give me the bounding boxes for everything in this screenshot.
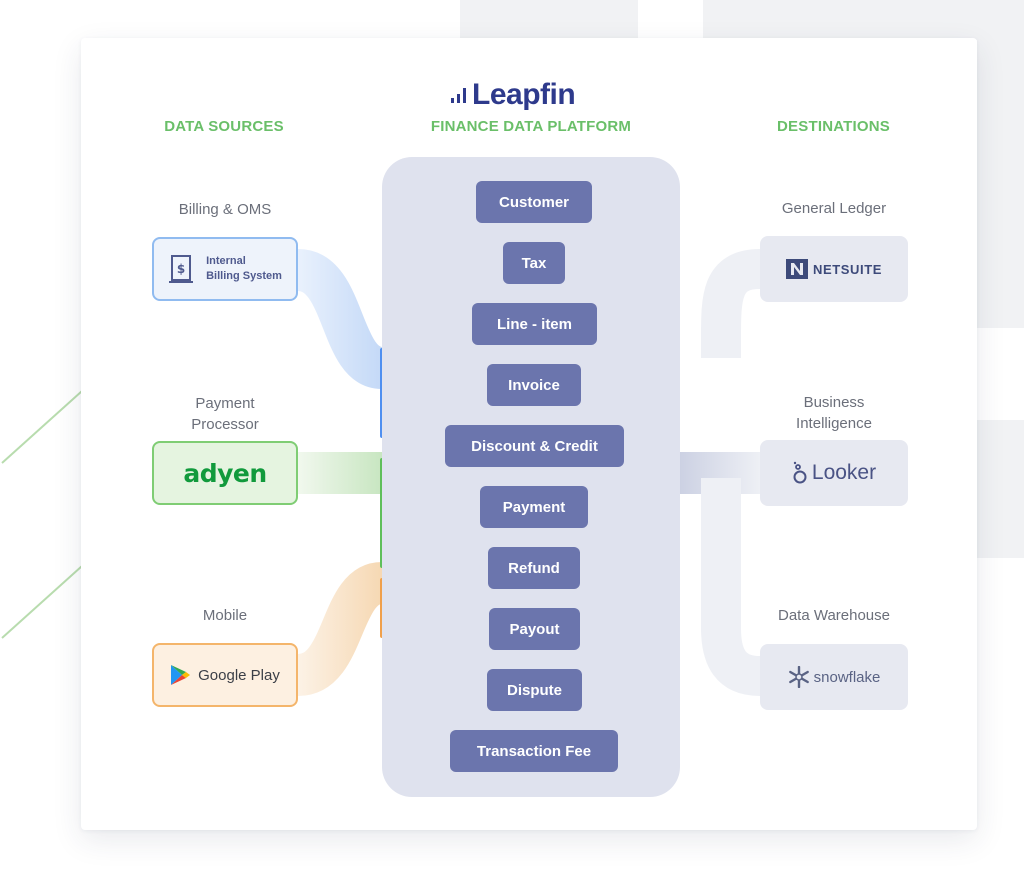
entity-payment[interactable]: Payment (480, 486, 588, 528)
source-adyen[interactable]: adyen (152, 441, 298, 505)
entity-invoice[interactable]: Invoice (487, 364, 581, 406)
entity-dispute[interactable]: Dispute (487, 669, 582, 711)
diagram-card: Leapfin DATA SOURCES FINANCE DATA PLATFO… (81, 38, 977, 830)
bar-chart-icon (451, 88, 466, 103)
looker-icon (793, 461, 807, 484)
adyen-logo: adyen (183, 458, 267, 488)
brand-name: Leapfin (472, 78, 576, 111)
leapfin-logo: Leapfin (451, 78, 601, 112)
destination-group-general-ledger: General Ledger (781, 200, 887, 217)
background-block (977, 40, 1024, 328)
background-block (977, 420, 1024, 558)
billing-system-label: Internal Billing System (206, 255, 282, 282)
entity-tax[interactable]: Tax (503, 242, 565, 284)
decorative-line (1, 381, 92, 464)
destination-snowflake[interactable]: snowflake (760, 644, 908, 710)
entity-transaction-fee[interactable]: Transaction Fee (450, 730, 618, 772)
entity-discount-credit[interactable]: Discount & Credit (445, 425, 624, 467)
google-play-icon (171, 665, 191, 685)
entity-refund[interactable]: Refund (488, 547, 580, 589)
snowflake-label: snowflake (813, 668, 881, 686)
looker-label: Looker (811, 461, 877, 484)
svg-text:$: $ (177, 262, 185, 276)
destination-looker[interactable]: Looker (760, 440, 908, 506)
entity-customer[interactable]: Customer (476, 181, 592, 223)
google-play-label: Google Play (198, 666, 280, 684)
source-internal-billing-system[interactable]: $ Internal Billing System (152, 237, 298, 301)
decorative-line (1, 556, 92, 639)
source-group-payment: Payment Processor (191, 395, 259, 433)
background-block (460, 0, 638, 40)
connector-google-play (295, 562, 386, 696)
snowflake-icon (788, 666, 809, 688)
netsuite-label: NETSUITE (812, 261, 883, 277)
heading-finance-data-platform: FINANCE DATA PLATFORM (430, 118, 632, 135)
flow-connectors (294, 249, 762, 696)
source-google-play[interactable]: Google Play (152, 643, 298, 707)
heading-destinations: DESTINATIONS (777, 118, 890, 135)
receipt-icon: $ (169, 255, 194, 283)
source-group-billing: Billing & OMS (178, 201, 272, 218)
netsuite-icon (785, 259, 808, 279)
connector-snowflake (701, 478, 762, 696)
source-group-mobile: Mobile (202, 607, 248, 624)
entity-payout[interactable]: Payout (489, 608, 580, 650)
connector-billing (294, 249, 386, 389)
connector-netsuite (701, 249, 762, 358)
destination-group-data-warehouse: Data Warehouse (777, 607, 890, 624)
background-block (703, 0, 1024, 40)
heading-data-sources: DATA SOURCES (164, 118, 284, 135)
connector-adyen (298, 452, 382, 494)
destination-group-bi: Business Intelligence (796, 394, 872, 432)
entity-line-item[interactable]: Line - item (472, 303, 597, 345)
destination-netsuite[interactable]: NETSUITE (760, 236, 908, 302)
